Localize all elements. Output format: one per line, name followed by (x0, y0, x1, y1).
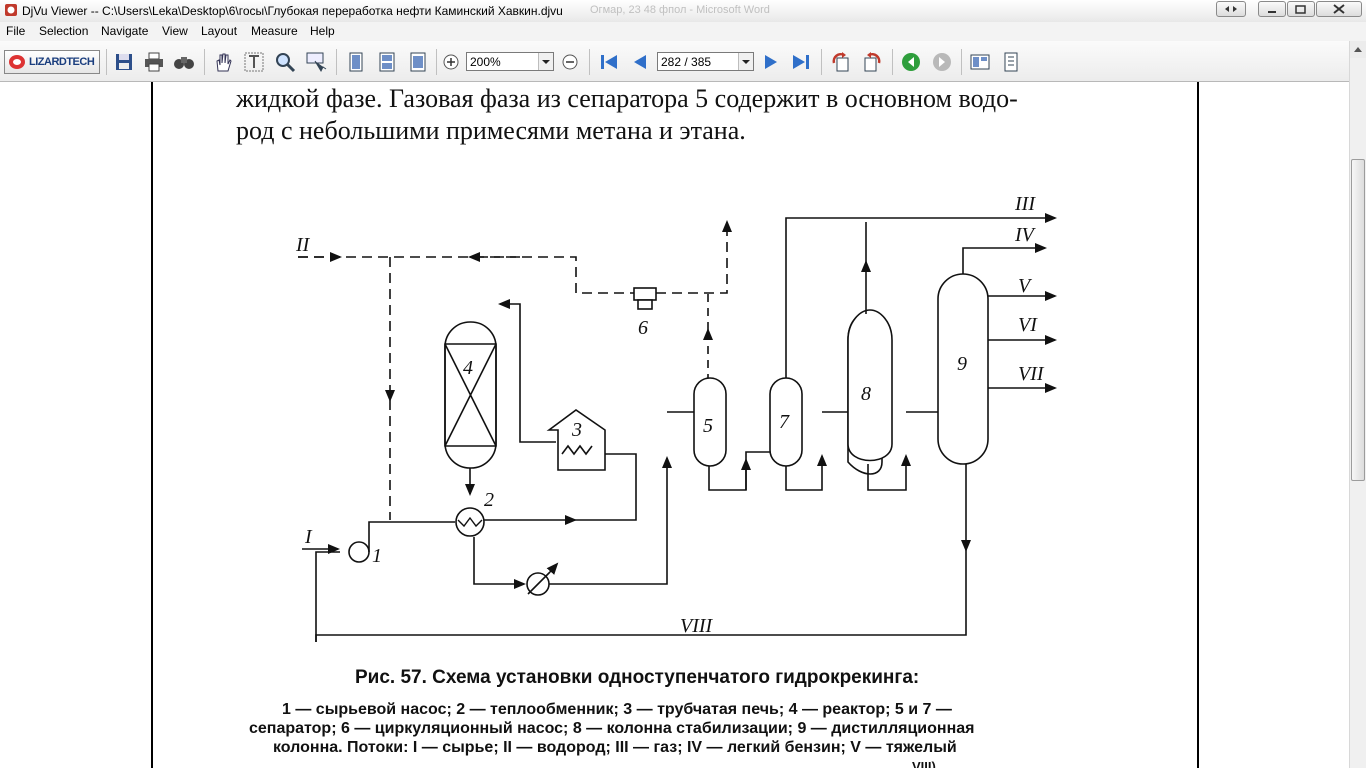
stream-label: VI (1018, 314, 1038, 336)
toolbar-separator (589, 49, 590, 75)
menu-layout[interactable]: Layout (201, 24, 238, 38)
body-text-line: жидкой фазе. Газовая фаза из сепаратора … (236, 84, 1018, 113)
fit-page-icon[interactable] (407, 51, 429, 73)
previous-page-icon[interactable] (629, 51, 651, 73)
pan-hand-icon[interactable] (212, 51, 234, 73)
close-button[interactable] (1316, 1, 1362, 17)
stream-label: VIII (680, 615, 714, 637)
equipment-label: 7 (779, 411, 790, 433)
single-page-icon[interactable] (345, 51, 367, 73)
stream-label: I (304, 526, 313, 548)
figure-caption-line: 1 — сырьевой насос; 2 — теплообменник; 3… (282, 701, 952, 718)
next-page-icon[interactable] (760, 51, 782, 73)
thumbnails-icon[interactable] (969, 51, 991, 73)
restore-icon (1295, 5, 1306, 14)
toolbar-separator (336, 49, 337, 75)
zoom-tool-icon[interactable] (274, 51, 296, 73)
equipment-label: 5 (703, 415, 713, 437)
last-page-icon[interactable] (790, 51, 812, 73)
figure-caption-line: колонна. Потоки: I — сырье; II — водород… (273, 739, 957, 756)
title-bar: DjVu Viewer -- C:\Users\Leka\Desktop\6\г… (0, 0, 1366, 23)
zoom-dropdown-button[interactable] (538, 53, 553, 70)
region-select-icon[interactable] (305, 51, 327, 73)
rotate-left-icon[interactable] (830, 51, 852, 73)
figure-caption-line: сепаратор; 6 — циркуляционный насос; 8 —… (249, 720, 975, 737)
menu-selection[interactable]: Selection (39, 24, 89, 38)
djvu-app-icon (5, 4, 17, 16)
equipment-label: 4 (463, 357, 473, 379)
toolbar-separator (204, 49, 205, 75)
minimize-button[interactable] (1258, 1, 1286, 17)
page-value: 282 / 385 (661, 55, 712, 69)
toolbar: LIZARDTECH 200% 282 / 385 (0, 41, 1366, 82)
toolbar-separator (892, 49, 893, 75)
document-viewport[interactable]: жидкой фазе. Газовая фаза из сепаратора … (0, 82, 1349, 768)
menu-measure[interactable]: Measure (251, 24, 298, 38)
minimize-icon (1268, 11, 1276, 13)
switch-window-button[interactable] (1216, 1, 1246, 17)
menu-navigate[interactable]: Navigate (101, 24, 149, 38)
page-info-icon[interactable] (1000, 51, 1022, 73)
save-icon[interactable] (113, 51, 135, 73)
equipment-label: 8 (861, 383, 871, 405)
menu-help[interactable]: Help (310, 24, 335, 38)
stream-label: III (1014, 193, 1036, 215)
rotate-right-icon[interactable] (861, 51, 883, 73)
text-select-icon[interactable] (243, 51, 265, 73)
equipment-label: 9 (957, 353, 967, 375)
page-left-edge (151, 82, 153, 768)
find-binoculars-icon[interactable] (173, 51, 195, 73)
continuous-page-icon[interactable] (376, 51, 398, 73)
scroll-up-button[interactable] (1350, 41, 1366, 58)
equipment-label: 6 (638, 317, 648, 339)
figure-caption-title: Рис. 57. Схема установки одноступенчатог… (355, 667, 920, 688)
window-title: DjVu Viewer -- C:\Users\Leka\Desktop\6\г… (22, 4, 563, 18)
scrollbar-thumb[interactable] (1351, 159, 1365, 481)
hydrocracking-flow-diagram: II I III IV V VI VII VIII 1 2 3 4 5 6 7 … (295, 193, 1057, 642)
menu-view[interactable]: View (162, 24, 188, 38)
stream-label: II (295, 234, 311, 256)
equipment-label: 3 (571, 419, 582, 441)
chevron-down-icon (742, 60, 750, 64)
chevron-down-icon (542, 60, 550, 64)
first-page-icon[interactable] (598, 51, 620, 73)
stream-label: IV (1014, 224, 1037, 246)
print-icon[interactable] (143, 51, 165, 73)
menu-bar: File Selection Navigate View Layout Meas… (0, 22, 1366, 41)
toolbar-separator (961, 49, 962, 75)
equipment-label: 2 (484, 489, 494, 511)
arrows-icon (1225, 6, 1237, 12)
lizardtech-logo-icon (9, 55, 25, 69)
lizardtech-logo[interactable]: LIZARDTECH (4, 50, 100, 74)
close-icon (1333, 4, 1345, 14)
figure-caption-line: VIII) (912, 759, 936, 768)
maximize-button[interactable] (1287, 1, 1315, 17)
zoom-value: 200% (470, 55, 501, 69)
body-text-line: род с небольшими примесями метана и этан… (236, 116, 746, 145)
zoom-in-icon[interactable] (440, 51, 462, 73)
toolbar-separator (821, 49, 822, 75)
zoom-combo[interactable]: 200% (466, 52, 554, 71)
stream-label: V (1018, 275, 1033, 297)
stream-label: VII (1018, 363, 1045, 385)
vertical-scrollbar[interactable] (1349, 41, 1366, 768)
toolbar-separator (106, 49, 107, 75)
chevron-up-icon (1354, 47, 1362, 52)
background-window-title: Огмар, 23 48 фпол - Microsoft Word (590, 4, 770, 16)
page-combo[interactable]: 282 / 385 (657, 52, 754, 71)
back-icon[interactable] (900, 51, 922, 73)
page-right-edge (1197, 82, 1199, 768)
toolbar-separator (436, 49, 437, 75)
page-dropdown-button[interactable] (738, 53, 753, 70)
logo-text: LIZARDTECH (29, 56, 95, 68)
zoom-out-icon[interactable] (559, 51, 581, 73)
forward-icon[interactable] (931, 51, 953, 73)
equipment-label: 1 (372, 545, 382, 567)
menu-file[interactable]: File (6, 24, 26, 38)
